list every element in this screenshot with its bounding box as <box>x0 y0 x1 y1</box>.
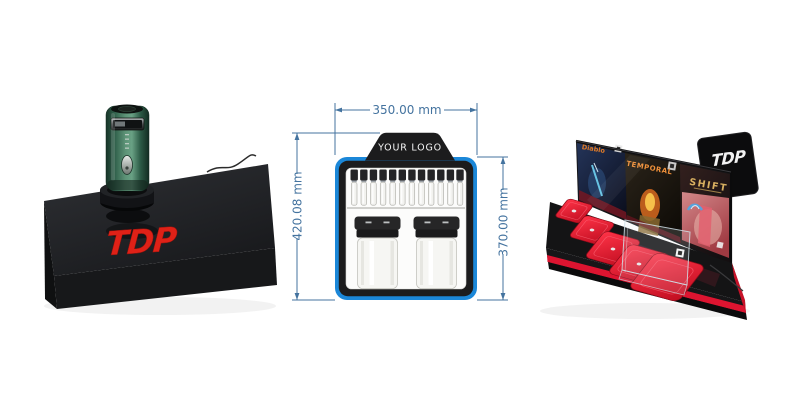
jar-row <box>354 216 460 289</box>
graphic-back-panel: Diablo TEMPORAL <box>575 139 733 266</box>
tdp-logo-red: TDP <box>104 219 178 264</box>
countertop-display-illustration: TDP Diablo <box>540 131 759 320</box>
cartridge <box>369 169 378 206</box>
cartridge <box>388 169 397 206</box>
jar <box>413 216 460 289</box>
shift-subtitle-line <box>693 187 722 194</box>
width-dimension: 350.00 mm <box>335 103 477 117</box>
tdp-logo-text: TDP <box>105 219 178 263</box>
total-height-dimension: 420.08 mm <box>290 133 305 300</box>
logo-header <box>365 132 455 161</box>
levitation-display-illustration: TDP <box>44 104 277 315</box>
width-dimension-label: 350.00 mm <box>372 103 441 117</box>
cartridge <box>398 169 406 206</box>
cartridge <box>427 169 435 206</box>
total-height-dimension-label: 420.08 mm <box>291 171 305 240</box>
power-cable <box>206 154 257 173</box>
shift-artwork <box>682 192 729 258</box>
cartridge <box>360 169 368 206</box>
cartridge <box>446 169 455 206</box>
display-pads <box>555 198 704 301</box>
acrylic-easel <box>618 219 691 296</box>
display-pad <box>555 198 593 224</box>
cartridge <box>408 169 416 206</box>
body-height-dimension-label: 370.00 mm <box>497 187 511 256</box>
green-vape-device <box>105 104 150 192</box>
jar <box>354 216 401 289</box>
logo-placeholder-text: YOUR LOGO <box>377 143 442 154</box>
cartridge <box>417 169 426 206</box>
reflection <box>106 209 158 239</box>
display-body: YOUR LOGO <box>335 132 477 300</box>
cartridge-row <box>350 169 464 206</box>
device-label-text <box>125 134 129 149</box>
device-button <box>121 155 133 175</box>
power-cable <box>709 264 744 292</box>
diablo-artwork <box>579 144 627 220</box>
cartridge <box>379 169 387 206</box>
cartridge <box>456 169 464 206</box>
temporal-artwork <box>627 161 681 243</box>
dimension-diagram: 350.00 mm 420.08 mm 370.00 mm <box>290 103 511 301</box>
cartridge <box>350 169 358 206</box>
cartridge <box>437 169 445 206</box>
body-height-dimension: 370.00 mm <box>496 157 511 300</box>
display-pad <box>630 253 704 301</box>
